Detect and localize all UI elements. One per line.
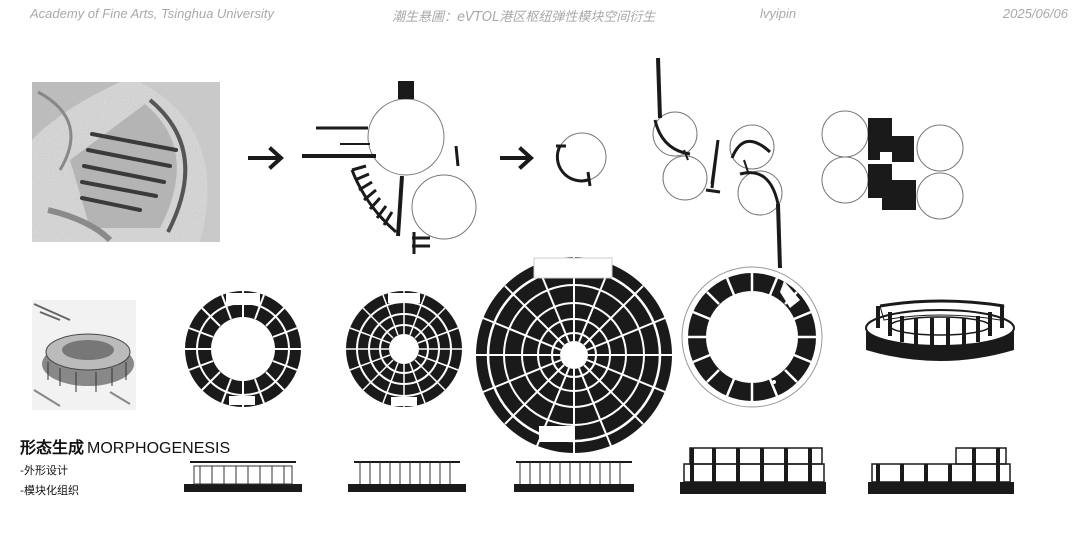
elevation-5 <box>868 447 1014 494</box>
section-title-cn: 形态生成 <box>20 438 85 457</box>
arrow-right-icon <box>500 146 534 170</box>
bullet-item: -模块化组织 <box>20 484 79 497</box>
ring-plan-single <box>185 291 301 407</box>
circle-composition-initial <box>302 81 477 254</box>
circle-composition-grid <box>821 110 964 220</box>
ring-plan-double <box>346 291 462 407</box>
header-author: lvyipin <box>760 6 797 21</box>
circle-composition-arc <box>555 132 607 187</box>
header-project-title: 潮生悬圃：eVTOL港区枢纽弹性模块空间衍生 <box>392 10 656 25</box>
bullet-item: -外形设计 <box>20 464 68 477</box>
header-institution: Academy of Fine Arts, Tsinghua Universit… <box>30 6 274 21</box>
site-satellite-image <box>32 82 220 242</box>
ring-plan-segmented <box>681 266 823 408</box>
axonometric-model-image <box>32 300 136 410</box>
ring-model-perspective <box>865 299 1015 361</box>
ring-plan-large <box>476 257 672 453</box>
elevation-4 <box>680 447 826 494</box>
elevation-3 <box>514 461 634 492</box>
circle-composition-chain <box>652 57 783 269</box>
arrow-right-icon <box>248 146 284 170</box>
elevation-1 <box>184 461 302 492</box>
section-title-en: MORPHOGENESIS <box>87 440 231 457</box>
elevation-2 <box>348 461 466 492</box>
header-date: 2025/06/06 <box>1002 6 1068 21</box>
